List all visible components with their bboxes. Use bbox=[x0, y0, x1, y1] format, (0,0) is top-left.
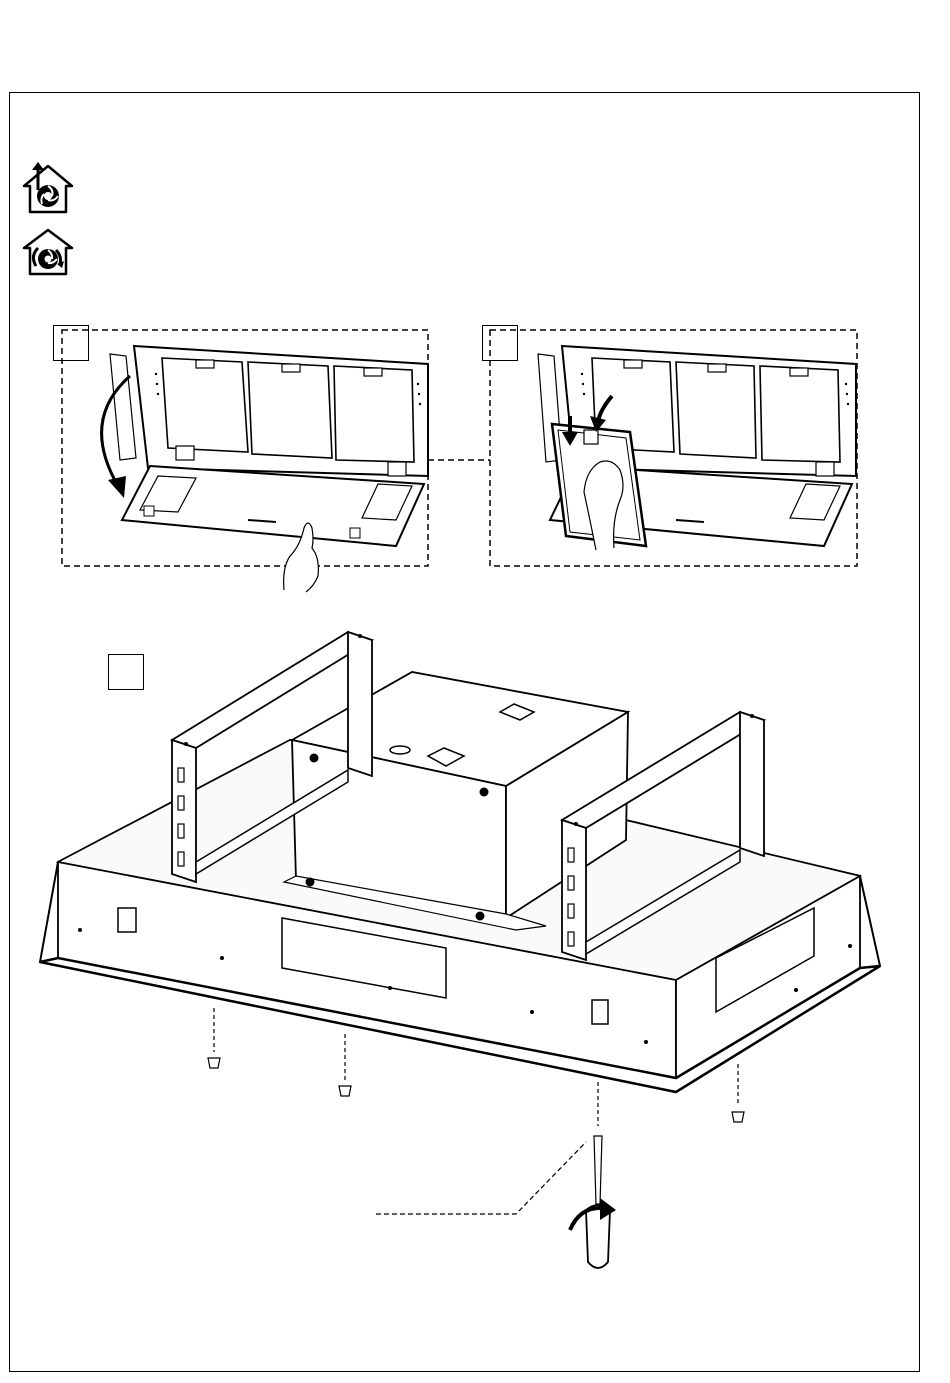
remove-grease-filter-figure bbox=[490, 330, 857, 566]
hood-ceiling-frame-mounting-figure bbox=[40, 632, 880, 1268]
open-grease-panel-figure bbox=[62, 330, 428, 592]
